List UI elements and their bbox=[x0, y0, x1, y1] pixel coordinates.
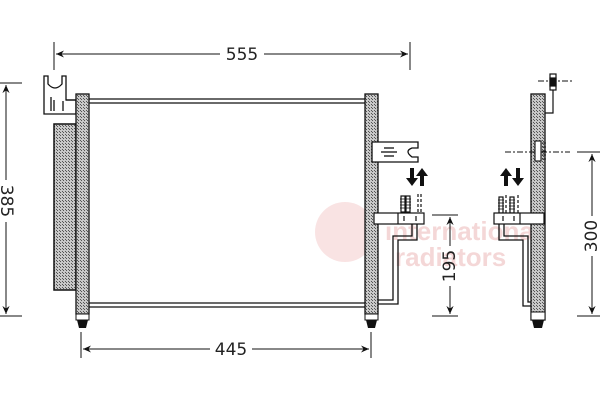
dimension-overall-height: 385 bbox=[0, 82, 22, 317]
dimension-label-445: 445 bbox=[215, 340, 247, 360]
dimension-core-width: 445 bbox=[80, 332, 372, 360]
side-outlet-pipes bbox=[498, 224, 531, 307]
side-view: 300 bbox=[493, 73, 600, 328]
front-view: 555 445 385 195 bbox=[0, 42, 460, 360]
left-tank bbox=[75, 93, 90, 315]
side-flow-arrows bbox=[500, 168, 524, 186]
right-tank bbox=[364, 93, 379, 315]
side-tank bbox=[530, 93, 546, 321]
dimension-label-385: 385 bbox=[0, 185, 16, 217]
right-upper-bracket bbox=[371, 141, 419, 163]
dimension-connection-height: 195 bbox=[432, 214, 460, 317]
dimension-label-300: 300 bbox=[582, 220, 600, 252]
dimension-label-555: 555 bbox=[226, 45, 258, 65]
side-connection-block bbox=[493, 195, 545, 225]
right-tank-pin bbox=[366, 320, 377, 328]
dimension-side-height: 300 bbox=[577, 151, 600, 317]
dimension-label-195: 195 bbox=[440, 250, 460, 282]
left-side-panel bbox=[53, 123, 77, 291]
flow-arrows bbox=[406, 168, 428, 186]
core-rails bbox=[89, 98, 365, 308]
watermark: international radiators bbox=[315, 202, 541, 272]
side-flow-arrow-down-icon bbox=[512, 168, 524, 186]
watermark-line2: radiators bbox=[395, 242, 506, 272]
side-flow-arrow-up-icon bbox=[500, 168, 512, 186]
side-top-pin bbox=[538, 73, 572, 114]
side-centerline bbox=[505, 140, 570, 162]
left-tank-foot bbox=[75, 313, 90, 321]
side-tank-pin bbox=[532, 320, 544, 328]
connection-block bbox=[373, 194, 425, 225]
dimension-overall-width: 555 bbox=[53, 42, 411, 70]
side-tank-foot bbox=[530, 311, 546, 321]
right-tank-foot bbox=[364, 313, 379, 321]
left-tank-pin bbox=[77, 320, 88, 328]
top-left-bracket bbox=[43, 75, 77, 115]
flow-arrow-down-icon bbox=[406, 168, 418, 186]
watermark-logo-icon bbox=[315, 202, 375, 262]
flow-arrow-up-icon bbox=[416, 168, 428, 186]
outlet-pipes bbox=[378, 224, 418, 305]
